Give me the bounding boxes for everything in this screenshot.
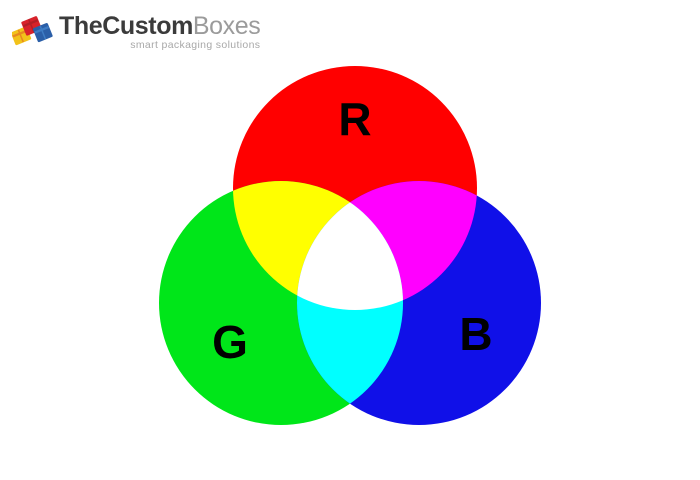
brand-logo[interactable]: TheCustomBoxes smart packaging solutions xyxy=(12,12,262,60)
logo-word-primary: TheCustom xyxy=(59,12,193,40)
venn-label-red: R xyxy=(338,93,371,145)
venn-region-red-green-blue xyxy=(297,181,403,310)
logo-tagline: smart packaging solutions xyxy=(130,39,261,51)
logo-word-secondary: Boxes xyxy=(192,12,261,40)
logo-wordmark: TheCustomBoxes smart packaging solutions xyxy=(59,12,261,51)
logo-wordmark-line: TheCustomBoxes xyxy=(59,12,261,40)
venn-label-blue: B xyxy=(459,308,492,360)
venn-label-green: G xyxy=(212,316,248,368)
logo-mark-icon xyxy=(12,16,53,46)
